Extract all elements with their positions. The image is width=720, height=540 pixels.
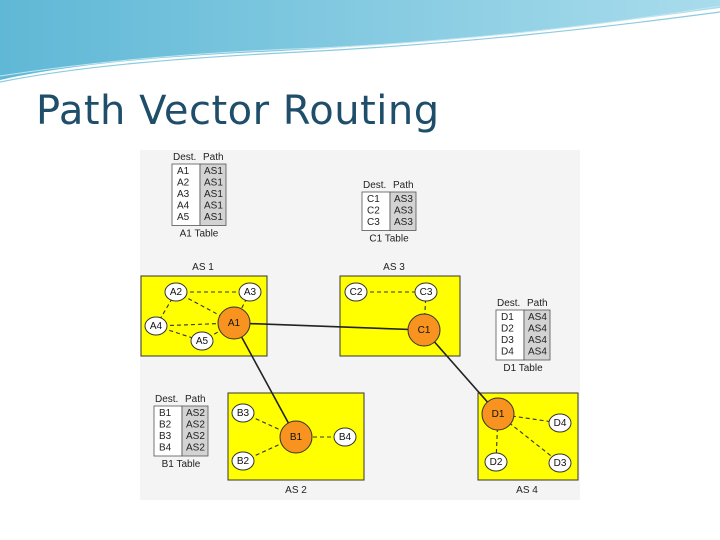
table-cell-path: AS4 [528,324,547,335]
router-a3 [238,282,262,302]
router-b2 [231,451,255,471]
table-cell-dest: A4 [177,201,190,212]
router-a1 [217,306,251,340]
table-header-dest: Dest. [497,298,520,309]
table-cell-dest: C1 [367,194,380,205]
header-wave-decoration [0,0,720,83]
router-d4-label: D4 [554,418,567,429]
router-c3 [414,282,438,302]
table-caption: D1 Table [503,363,543,374]
router-d2-label: D2 [490,457,503,468]
table-cell-path: AS1 [204,189,223,200]
router-a3-label: A3 [244,287,257,298]
table-caption: C1 Table [369,234,409,245]
router-b1-label: B1 [290,432,303,443]
table-cell-path: AS4 [528,335,547,346]
link-a1-b1 [233,322,297,438]
router-d2 [484,452,508,472]
table-dest-column [153,405,183,457]
table-cell-path: AS2 [186,443,205,454]
table-dest-column [171,163,201,226]
router-d4 [548,413,572,433]
as3-box [339,275,461,357]
table-cell-dest: A5 [177,212,190,223]
router-a4-label: A4 [150,321,163,332]
router-d3-label: D3 [554,458,567,469]
table-caption: B1 Table [162,459,201,470]
table-cell-path: AS1 [204,166,223,177]
router-b3-label: B3 [237,408,250,419]
router-b1 [279,420,313,454]
table-header-path: Path [203,152,224,163]
table-cell-dest: A3 [177,189,190,200]
table-header-dest: Dest. [363,180,386,191]
table-path-column [199,163,227,226]
table-cell-path: AS2 [186,420,205,431]
router-b3 [231,403,255,423]
as4-label: AS 4 [516,485,538,496]
router-c1 [407,313,441,347]
table-cell-path: AS4 [528,312,547,323]
slide-title: Path Vector Routing [36,88,440,134]
router-b2-label: B2 [237,456,250,467]
router-d1-label: D1 [492,409,505,420]
table-cell-dest: B4 [159,443,172,454]
path-vector-diagram: AS 1 AS 3 AS 2 AS 4 [140,150,580,500]
table-header-path: Path [527,298,548,309]
router-a2 [164,282,188,302]
table-cell-dest: D1 [501,312,514,323]
table-cell-dest: A2 [177,178,190,189]
table-dest-column [495,309,525,361]
router-b4-label: B4 [339,432,352,443]
table-cell-path: AS4 [528,347,547,358]
router-c1-label: C1 [418,325,431,336]
table-cell-dest: C2 [367,206,380,217]
table-cell-dest: B2 [159,420,172,431]
router-c2 [344,282,368,302]
table-header-path: Path [185,394,206,405]
router-c2-label: C2 [350,287,363,298]
router-a5-label: A5 [196,336,209,347]
table-cell-path: AS2 [186,431,205,442]
as3-label: AS 3 [383,262,405,273]
router-d1 [481,397,515,431]
router-c3-label: C3 [420,287,433,298]
table-path-column [389,191,417,231]
table-cell-dest: D3 [501,335,514,346]
table-header-path: Path [393,180,414,191]
router-a1-label: A1 [228,318,241,329]
table-path-column [181,405,209,457]
table-cell-path: AS1 [204,201,223,212]
link-d1-d3 [497,413,561,464]
table-cell-path: AS1 [204,212,223,223]
table-cell-dest: B1 [159,408,172,419]
table-header-dest: Dest. [155,394,178,405]
table-caption: A1 Table [180,229,219,240]
table-cell-dest: D2 [501,324,514,335]
table-cell-dest: C3 [367,217,380,228]
router-a4 [144,316,168,336]
table-header-dest: Dest. [173,152,196,163]
table-cell-path: AS3 [394,206,413,217]
link-c1-d1 [423,329,499,415]
table-cell-path: AS3 [394,217,413,228]
table-cell-path: AS3 [394,194,413,205]
table-cell-dest: B3 [159,431,172,442]
router-a2-label: A2 [170,287,183,298]
table-path-column [523,309,551,361]
table-cell-dest: A1 [177,166,190,177]
as2-label: AS 2 [285,485,307,496]
table-cell-path: AS1 [204,178,223,189]
router-a5 [190,331,214,351]
table-cell-path: AS2 [186,408,205,419]
router-d3 [548,453,572,473]
as1-label: AS 1 [192,262,214,273]
table-cell-dest: D4 [501,347,514,358]
link-a1-c1 [233,322,425,331]
router-b4 [333,427,357,447]
